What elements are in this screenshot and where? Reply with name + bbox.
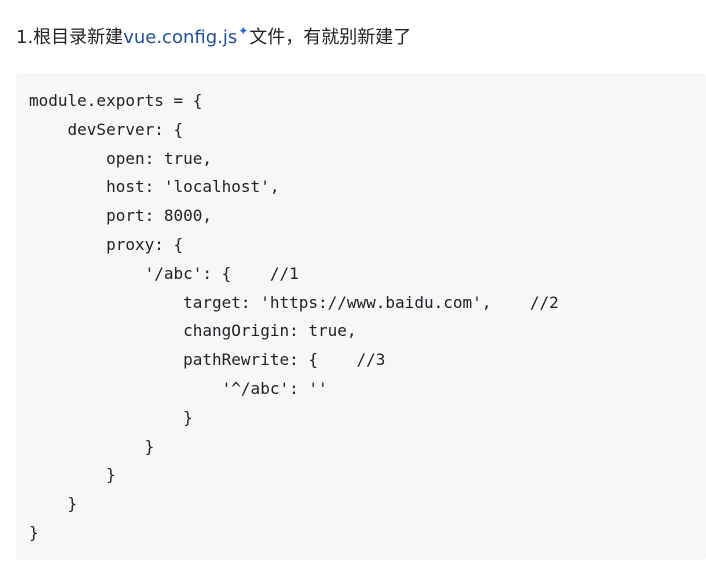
code-line: pathRewrite: { //3 (29, 350, 386, 370)
code-line: changOrigin: true, (29, 321, 357, 341)
code-line: proxy: { (29, 234, 184, 254)
code-line: open: true, (29, 148, 213, 168)
step-heading: 1.根目录新建vue.config.js✦文件，有就别新建了 (16, 16, 411, 53)
code-line: '/abc': { //1 (29, 263, 299, 283)
code-block: module.exports = { devServer: { open: tr… (16, 73, 706, 560)
code-line: port: 8000, (29, 206, 213, 226)
code-line: '^/abc': '' (29, 378, 328, 398)
code-line: } (29, 436, 155, 456)
heading-suffix: 文件，有就别新建了 (249, 27, 412, 48)
heading-prefix: 1.根目录新建 (16, 27, 124, 48)
code-line: } (29, 522, 39, 542)
code-line: target: 'https://www.baidu.com', //2 (29, 292, 559, 312)
code-line: module.exports = { (29, 91, 203, 110)
config-file-link[interactable]: vue.config.js (123, 27, 238, 48)
code-line: host: 'localhost', (29, 177, 280, 197)
code-line: devServer: { (29, 119, 184, 139)
code-line: } (29, 494, 78, 514)
sparkle-icon: ✦ (238, 24, 249, 38)
code-line: } (29, 407, 193, 427)
code-line: } (29, 465, 116, 485)
